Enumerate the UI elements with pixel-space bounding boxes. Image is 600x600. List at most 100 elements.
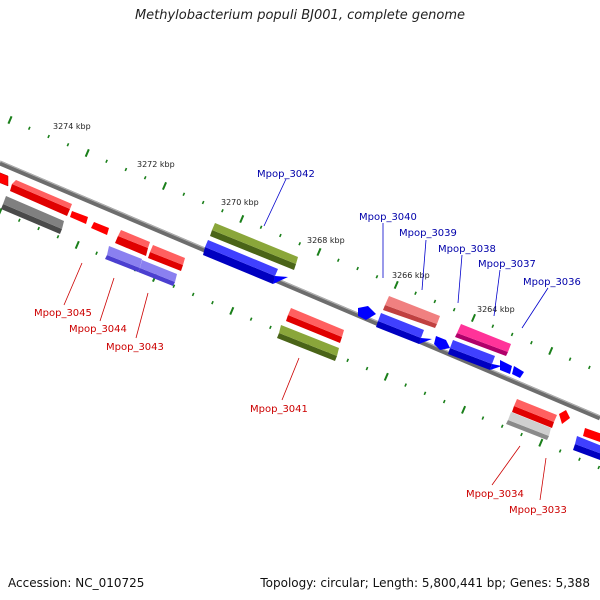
leader-lines-top xyxy=(263,178,549,329)
gene-red-3[interactable] xyxy=(115,230,150,256)
gene-mpop-3038[interactable] xyxy=(455,324,511,356)
minor-tick xyxy=(578,457,581,462)
gene-mpop-3045-gray[interactable] xyxy=(1,196,64,234)
major-tick xyxy=(229,306,235,315)
scale-label-3268: 3268 kbp xyxy=(307,236,345,245)
gene-blue-small[interactable] xyxy=(434,336,450,350)
gene-mpop-3045[interactable] xyxy=(10,180,72,216)
major-tick xyxy=(548,346,554,356)
minor-tick xyxy=(143,175,147,180)
gene-blue-3038a[interactable] xyxy=(376,313,432,344)
major-tick xyxy=(239,214,245,224)
minor-tick xyxy=(279,233,282,238)
leader-lines-bottom xyxy=(63,262,547,501)
minor-tick xyxy=(37,226,40,231)
minor-tick xyxy=(336,258,340,263)
minor-tick xyxy=(414,291,417,296)
gene-red-edge[interactable] xyxy=(583,428,600,442)
gene-mpop-3039[interactable] xyxy=(383,296,440,328)
gene-mpop-3046[interactable] xyxy=(0,172,9,187)
gene-blue-edge[interactable] xyxy=(573,436,600,460)
gene-mpop-3040[interactable] xyxy=(358,306,376,320)
minor-tick xyxy=(56,234,60,239)
gene-mpop-3043[interactable] xyxy=(138,260,177,286)
gene-mpop-3044[interactable] xyxy=(105,246,142,272)
major-tick xyxy=(7,115,13,125)
gene-mpop-3036[interactable] xyxy=(500,360,524,378)
label-mpop-3034[interactable]: Mpop_3034 xyxy=(466,489,524,500)
gene-small-red-2[interactable] xyxy=(91,222,109,235)
minor-tick xyxy=(597,465,600,470)
minor-tick xyxy=(558,449,562,453)
scale-label-3272: 3272 kbp xyxy=(137,160,175,169)
accession-text: Accession: NC_010725 xyxy=(8,576,145,590)
gene-red-small-3034[interactable] xyxy=(559,410,570,424)
minor-tick xyxy=(530,340,533,345)
label-mpop-3043[interactable]: Mpop_3043 xyxy=(106,342,164,353)
minor-tick xyxy=(346,358,350,363)
minor-tick xyxy=(588,365,591,370)
scale-label-3270: 3270 kbp xyxy=(221,198,259,207)
major-tick xyxy=(74,240,80,250)
scale-label-3274: 3274 kbp xyxy=(53,122,91,131)
minor-tick xyxy=(249,317,253,321)
major-tick xyxy=(538,438,544,447)
minor-tick xyxy=(172,284,176,288)
gene-red-4[interactable] xyxy=(148,245,185,271)
major-tick xyxy=(471,313,476,323)
tick-dots-outer xyxy=(7,115,591,370)
minor-tick xyxy=(259,225,263,230)
label-mpop-3041[interactable]: Mpop_3041 xyxy=(250,404,308,415)
label-mpop-3037[interactable]: Mpop_3037 xyxy=(478,259,536,270)
minor-tick xyxy=(47,134,50,139)
label-mpop-3045[interactable]: Mpop_3045 xyxy=(34,308,92,319)
label-mpop-3038[interactable]: Mpop_3038 xyxy=(438,244,496,255)
minor-tick xyxy=(375,274,379,279)
minor-tick xyxy=(423,391,427,396)
gene-mpop-3042[interactable] xyxy=(210,223,298,270)
minor-tick xyxy=(66,142,70,147)
minor-tick xyxy=(221,208,224,213)
label-mpop-3044[interactable]: Mpop_3044 xyxy=(69,324,127,335)
minor-tick xyxy=(124,167,128,172)
gene-mpop-3034[interactable] xyxy=(506,412,551,440)
map-title: Methylobacterium populi BJ001, complete … xyxy=(134,8,466,23)
minor-tick xyxy=(433,299,437,304)
genome-backbone xyxy=(0,160,600,421)
minor-tick xyxy=(500,424,504,429)
major-tick xyxy=(316,247,322,257)
minor-tick xyxy=(211,300,214,305)
minor-tick xyxy=(568,357,572,361)
minor-tick xyxy=(365,366,369,371)
label-mpop-3033[interactable]: Mpop_3033 xyxy=(509,505,567,516)
minor-tick xyxy=(442,399,446,404)
gene-red-mpop-3041-top[interactable] xyxy=(286,308,344,343)
major-tick xyxy=(383,372,389,381)
minor-tick xyxy=(95,251,98,255)
label-mpop-3042[interactable]: Mpop_3042 xyxy=(257,169,315,180)
minor-tick xyxy=(269,325,272,330)
minor-tick xyxy=(105,159,108,164)
topology-text: Topology: circular; Length: 5,800,441 bp… xyxy=(260,576,590,590)
gene-mpop-3041[interactable] xyxy=(277,325,339,361)
gene-blue-3037[interactable] xyxy=(448,340,502,370)
scale-label-3266: 3266 kbp xyxy=(392,271,430,280)
major-tick xyxy=(461,405,467,414)
minor-tick xyxy=(510,332,514,337)
minor-tick xyxy=(481,416,485,420)
gene-red-3034-top[interactable] xyxy=(512,399,557,428)
minor-tick xyxy=(452,307,456,312)
minor-tick xyxy=(182,192,186,197)
major-tick xyxy=(393,280,399,290)
minor-tick xyxy=(27,126,31,131)
gene-small-red-1[interactable] xyxy=(70,211,88,224)
label-mpop-3040[interactable]: Mpop_3040 xyxy=(359,212,417,223)
minor-tick xyxy=(17,218,21,223)
minor-tick xyxy=(491,324,495,329)
minor-tick xyxy=(191,292,195,297)
label-mpop-3039[interactable]: Mpop_3039 xyxy=(399,228,457,239)
gene-blue-big[interactable] xyxy=(203,240,288,284)
label-mpop-3036[interactable]: Mpop_3036 xyxy=(523,277,581,288)
major-tick xyxy=(162,181,167,191)
